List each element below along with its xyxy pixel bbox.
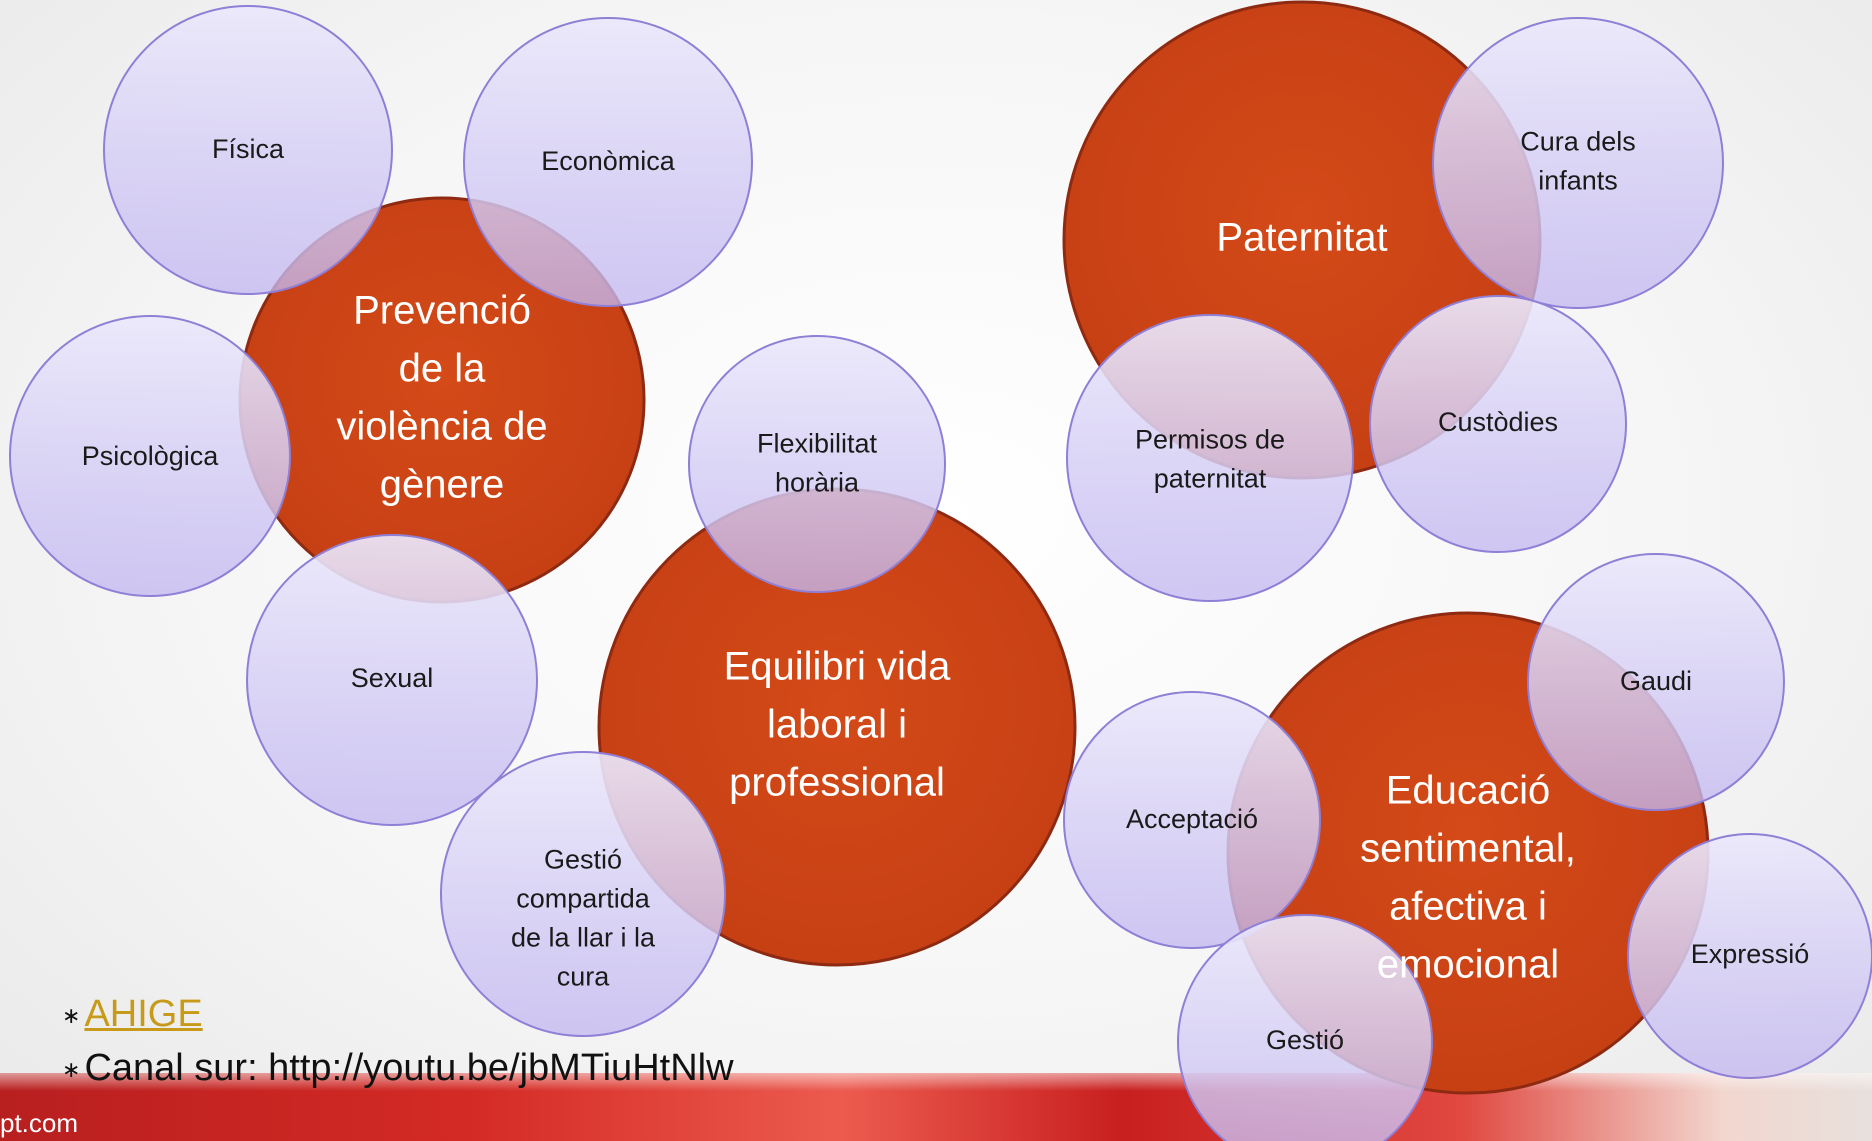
subtopic-circle [1527, 553, 1785, 811]
bullet: ∗ [62, 1056, 81, 1082]
subtopic-circle [440, 751, 726, 1037]
subtopic-circle [9, 315, 291, 597]
main-topic-label: Paternitat [1216, 216, 1387, 260]
subtopic-label: Econòmica [541, 146, 676, 176]
subtopic-circle [1627, 833, 1872, 1079]
ahige-link[interactable]: AHIGE [84, 993, 203, 1035]
subtopic-circle [1066, 314, 1354, 602]
subtopic-label: Acceptació [1126, 804, 1258, 834]
subtopic-label: Custòdies [1438, 407, 1558, 437]
subtopic-circle [463, 17, 753, 307]
subtopic-circle [1177, 914, 1433, 1141]
footer-site-text: pt.com [0, 1108, 79, 1138]
subtopic-label: Expressió [1691, 939, 1810, 969]
bullet: ∗ [62, 1002, 81, 1028]
subtopic-circle [1432, 17, 1724, 309]
subtopic-circle [1063, 691, 1321, 949]
subtopic-label: Gaudi [1620, 666, 1692, 696]
links-list: ∗AHIGE ∗Canal sur: http://youtu.be/jbMTi… [62, 988, 734, 1096]
subtopic-circle [1369, 295, 1627, 553]
link-row-ahige: ∗AHIGE [62, 988, 734, 1042]
subtopic-label: Sexual [351, 663, 434, 693]
link-row-canal-sur: ∗Canal sur: http://youtu.be/jbMTiuHtNlw [62, 1042, 734, 1096]
subtopic-circle [246, 534, 538, 826]
canal-sur-text: Canal sur: http://youtu.be/jbMTiuHtNlw [84, 1046, 734, 1089]
subtopic-label: Física [212, 134, 285, 164]
subtopic-label: Psicològica [82, 441, 220, 471]
subtopic-circle [688, 335, 946, 593]
subtopic-label: Gestió [1266, 1025, 1344, 1055]
subtopic-circle [103, 5, 393, 295]
